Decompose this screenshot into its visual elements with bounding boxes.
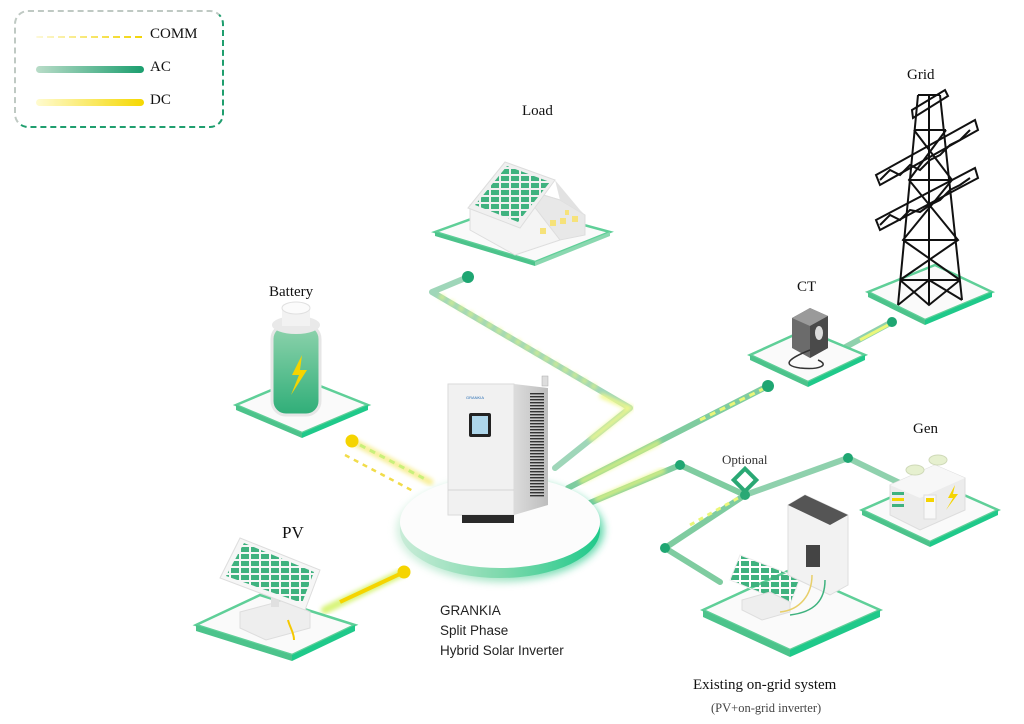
inverter-name-line-1: GRANKIA bbox=[440, 603, 501, 618]
gen-ac-line bbox=[742, 453, 909, 498]
inverter-name-line-2: Split Phase bbox=[440, 623, 509, 638]
pv-panel-node[interactable] bbox=[192, 537, 359, 661]
load-ac-line bbox=[429, 271, 635, 471]
ct-label: CT bbox=[797, 279, 817, 295]
inverter-brand-badge: GRANKIA bbox=[466, 395, 484, 400]
legend-dc-label: DC bbox=[150, 92, 171, 108]
legend-ac-label: AC bbox=[150, 59, 171, 75]
lightning-bolt-icon bbox=[291, 355, 307, 395]
gen-label: Gen bbox=[913, 421, 938, 437]
pv-label: PV bbox=[282, 523, 304, 542]
existing-system-ac-line bbox=[582, 460, 748, 585]
legend-comm-swatch bbox=[36, 36, 144, 38]
generator-node[interactable] bbox=[858, 454, 1002, 547]
existing-system-label: Existing on-grid system bbox=[693, 677, 837, 693]
load-house-node[interactable] bbox=[431, 161, 614, 266]
battery-node[interactable] bbox=[232, 301, 372, 438]
legend-dc-swatch bbox=[36, 99, 144, 106]
optional-label: Optional bbox=[722, 452, 768, 467]
load-label: Load bbox=[522, 103, 553, 119]
existing-on-grid-system-node[interactable] bbox=[700, 494, 884, 657]
inverter-node[interactable]: GRANKIA bbox=[396, 375, 604, 582]
ct-sensor-node[interactable] bbox=[747, 308, 869, 387]
transmission-tower-icon bbox=[874, 88, 980, 307]
battery-dc-line bbox=[344, 434, 434, 494]
legend-comm-label: COMM bbox=[150, 26, 198, 42]
grid-label: Grid bbox=[907, 67, 935, 83]
grid-ac-line bbox=[837, 317, 897, 353]
battery-comm-line bbox=[344, 453, 416, 494]
ct-ac-line bbox=[565, 380, 774, 491]
inverter-name-line-3: Hybrid Solar Inverter bbox=[440, 643, 564, 658]
pv-dc-line bbox=[321, 565, 411, 614]
grid-tower-node[interactable] bbox=[864, 88, 996, 325]
legend: COMM AC DC bbox=[14, 10, 224, 128]
optional-switch-icon bbox=[730, 465, 760, 500]
existing-system-sublabel: (PV+on-grid inverter) bbox=[711, 701, 822, 715]
legend-ac-swatch bbox=[36, 66, 144, 73]
load-endpoint-dot bbox=[462, 271, 474, 283]
battery-label: Battery bbox=[269, 284, 314, 300]
